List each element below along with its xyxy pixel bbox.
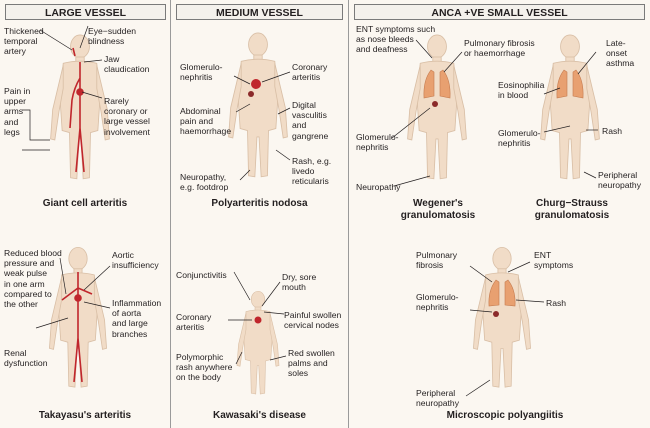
label-pan-coronary-arteritis: Coronary arteritis [292, 62, 328, 83]
label-neuropathy-footdrop: Neuropathy, e.g. footdrop [180, 172, 229, 193]
label-abdominal-pain: Abdominal pain and haemorrhage [180, 106, 232, 137]
caption-polyarteritis-nodosa: Polyarteritis nodosa [211, 198, 308, 209]
label-thickened-temporal-artery: Thickened temporal artery [4, 26, 44, 57]
label-reduced-blood-pressure: Reduced blood pressure and weak pulse in… [4, 248, 62, 310]
label-conjunctivitis: Conjunctivitis [176, 270, 227, 280]
label-pulmonary-fibrosis-haemorrhage: Pulmonary fibrosis or haemorrhage [464, 38, 535, 59]
label-inflammation-aorta: Inflammation of aorta and large branches [112, 298, 162, 339]
label-dry-sore-mouth: Dry, sore mouth [282, 272, 317, 293]
figure-kawasaki [236, 290, 280, 395]
caption-kawasaki-disease: Kawasaki's disease [213, 410, 306, 421]
label-eye-blindness: Eye−sudden blindness [88, 26, 137, 47]
label-polymorphic-rash: Polymorphic rash anywhere on the body [176, 352, 233, 383]
label-eosinophilia: Eosinophilia in blood [498, 80, 545, 101]
lungs-churg-strauss [556, 69, 584, 99]
panel-divider [170, 0, 171, 428]
caption-takayasu-arteritis: Takayasu's arteritis [38, 410, 132, 421]
label-churg-peripheral-neuropathy: Peripheral neuropathy [598, 170, 642, 191]
label-micro-ent-symptoms: ENT symptoms [534, 250, 574, 271]
label-rarely-coronary: Rarely coronary or large vessel involvem… [104, 96, 150, 137]
label-cervical-nodes: Painful swollen cervical nodes [284, 310, 342, 331]
small-vessel-header: ANCA +VE SMALL VESSEL [354, 4, 645, 20]
label-renal-dysfunction: Renal dysfunction [4, 348, 48, 369]
figure-microscopic [472, 246, 532, 388]
figure-churg-strauss [540, 34, 600, 180]
label-kawasaki-coronary: Coronary arteritis [176, 312, 212, 333]
label-pan-glomerulonephritis: Glomerulo- nephritis [180, 62, 223, 83]
large-vessel-header: LARGE VESSEL [5, 4, 166, 20]
caption-microscopic-polyangiitis: Microscopic polyangiitis [446, 410, 564, 421]
label-digital-vasculitis: Digital vasculitis and gangrene [292, 100, 329, 141]
artery-takayasu [61, 272, 93, 383]
heart-polyarteritis [248, 79, 261, 97]
caption-wegener-granulomatosis: Wegener's granulomatosis [400, 198, 476, 221]
medium-vessel-header: MEDIUM VESSEL [176, 4, 343, 20]
kidney-wegener [432, 101, 438, 107]
label-micro-pulmonary-fibrosis: Pulmonary fibrosis [416, 250, 458, 271]
label-churg-rash: Rash [602, 126, 623, 136]
label-wegener-neuropathy: Neuropathy [356, 182, 401, 192]
label-aortic-insufficiency: Aortic insufficiency [112, 250, 159, 271]
label-jaw-claudication: Jaw claudication [104, 54, 150, 75]
label-wegener-glomerulonephritis: Glomerulo- nephritis [356, 132, 399, 153]
label-micro-peripheral-neuropathy: Peripheral neuropathy [416, 388, 460, 409]
lungs-microscopic [488, 279, 516, 307]
label-micro-glomerulonephritis: Glomerulo- nephritis [416, 292, 459, 313]
heart-kawasaki [254, 316, 262, 324]
label-rash-livedo: Rash, e.g. livedo reticularis [292, 156, 332, 187]
label-ent-symptoms: ENT symptoms such as nose bleeds and dea… [356, 24, 436, 55]
figure-polyarteritis [228, 32, 288, 178]
label-red-palms-soles: Red swollen palms and soles [288, 348, 335, 379]
label-churg-glomerulonephritis: Glomerulo- nephritis [498, 128, 541, 149]
caption-churg-strauss: Churg−Strauss granulomatosis [534, 198, 610, 221]
artery-giant-cell [69, 47, 85, 173]
caption-giant-cell-arteritis: Giant cell arteritis [42, 198, 128, 209]
label-pain-upper-arms: Pain in upper arms and legs [4, 86, 31, 137]
lungs-wegener [423, 69, 451, 99]
label-late-onset-asthma: Late- onset asthma [606, 38, 635, 69]
panel-divider [348, 0, 349, 428]
kidney-microscopic [493, 311, 499, 317]
leader-lines [22, 25, 598, 397]
label-micro-rash: Rash [546, 298, 567, 308]
